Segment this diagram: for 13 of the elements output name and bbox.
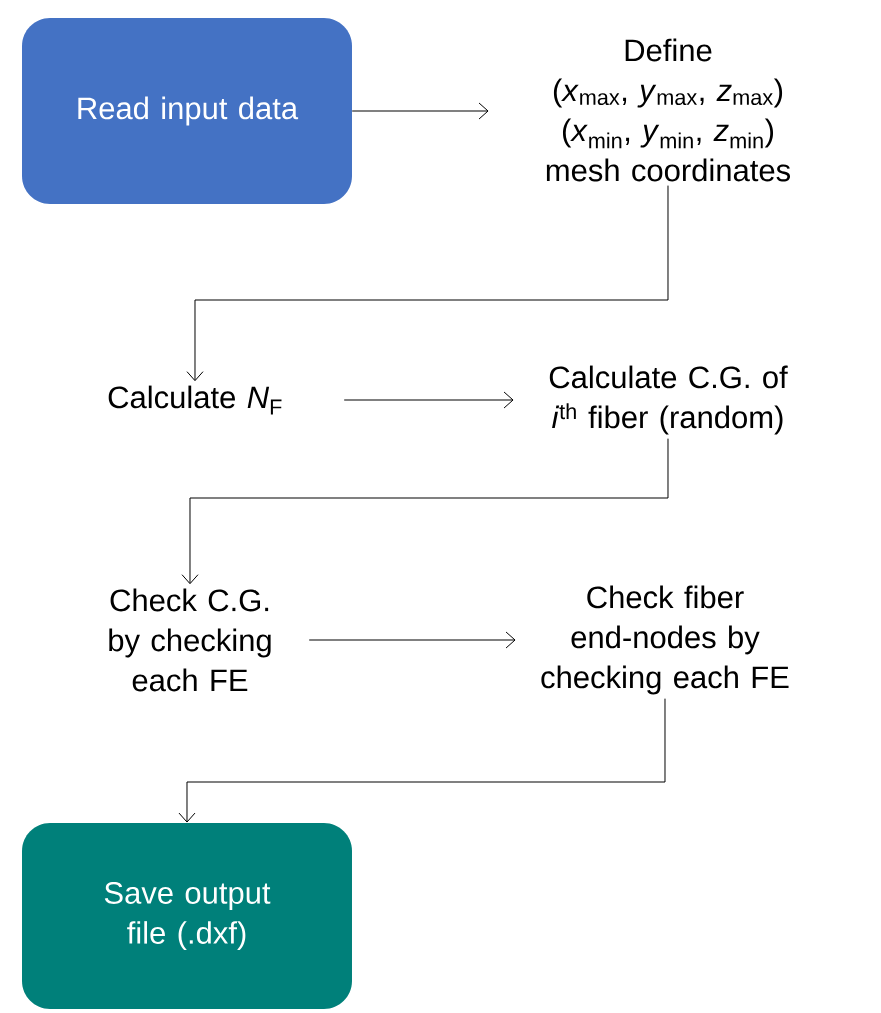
arrow [178, 698, 666, 823]
arrow [308, 631, 516, 649]
arrow [186, 185, 669, 382]
step-text: Calculate N$_{F}$ [108, 385, 282, 415]
step-text: Calculate C.G. of i$^{th}$ fiber (random) [549, 365, 788, 435]
process-box: Read input data [22, 18, 352, 204]
step-text: Check fiber end-nodes by checking each FE [541, 585, 789, 695]
arrow [181, 438, 669, 585]
step-text: Check C.G. by checking each FE [109, 588, 271, 692]
arrow [351, 102, 489, 120]
process-box: Save output file (.dxf) [22, 823, 352, 1009]
arrow [343, 391, 514, 409]
step-text: Define (x$_{max}$, y$_{max}$, z$_{max}$) (x$_{min}$, y$_{min}$, z$_{min}$) mesh coordinates [546, 38, 791, 182]
